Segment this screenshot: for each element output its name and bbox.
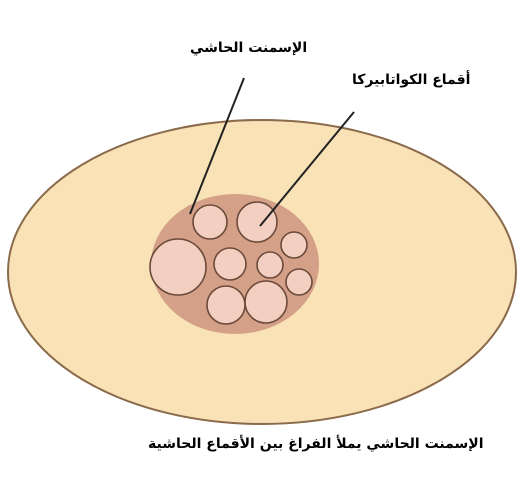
grain-circle [257,252,283,278]
grain-circle [214,248,246,280]
grain-circle [245,281,287,323]
grain-circle [150,239,206,295]
grain-circle [286,269,312,295]
grain-circle [281,232,307,258]
label-coquina-grains: أقماع الكواتابيركا [352,72,470,88]
grain-circle [237,202,277,242]
grain-circle [193,205,227,239]
caption-text: الإسمنت الحاشي يملأ الفراغ بين الأقماع ا… [148,436,484,452]
grain-circle [207,286,245,324]
label-cementum: الإسمنت الحاشي [190,40,307,56]
